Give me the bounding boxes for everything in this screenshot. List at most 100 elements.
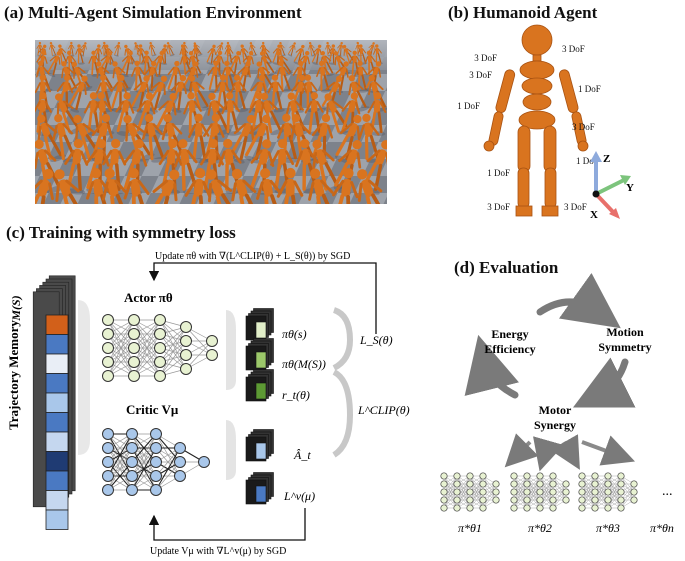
crowd-agent [368,75,387,112]
dof-label-knee-left: 1 DoF [487,168,510,178]
network-node [198,456,210,468]
network-node [174,456,186,468]
crowd-agent [148,42,157,57]
axis-origin [592,190,600,198]
cycle-arrow-right [572,357,636,408]
dof-label-ankle-right: 3 DoF [564,202,587,212]
agent-torso-mid [521,77,553,95]
crowd-agent [188,75,212,112]
critic-output-bracket [226,420,236,480]
crowd-agent [276,60,293,93]
network-node [206,349,218,361]
loss-clip: L^CLIP(θ) [357,403,410,417]
humanoid-figure: 3 DoF 3 DoF 3 DoF 1 DoF 1 DoF 3 DoF 1 Do… [457,24,634,221]
crowd-agent [146,169,180,204]
agent-thigh-right [543,125,557,173]
loss-symmetry: L_S(θ) [359,333,393,347]
agent-upper-arm-right [558,69,579,114]
crowd-agent [166,42,175,57]
crowd-agent [342,44,356,65]
network-node [102,428,114,440]
memory-state-label: M(S) [9,295,23,321]
critic-update-text: Update Vμ with ∇L^v(μ) by SGD [150,546,286,557]
dof-label-elbow-right: 1 DoF [578,84,601,94]
dof-label-ankle-left: 3 DoF [487,202,510,212]
y-axis-label: Y [626,182,634,194]
output-stack [245,429,274,462]
network-node [102,470,114,482]
policy-label-2: π*θ2 [528,521,552,535]
memory-cell [45,490,69,511]
crowd-agent [231,168,261,204]
agent-head [521,24,553,56]
critic-update-arrow [148,508,306,541]
network-node [128,342,140,354]
crowd-agent [334,114,362,164]
trajectory-memory-label: Trajectory Memory [6,320,21,430]
policy-networks [440,472,638,512]
network-node [180,363,192,375]
actor-update-arrow [148,262,377,334]
crowd-agent [304,92,324,136]
agent-foot-right [541,205,559,217]
fan-arrow-2 [533,436,564,472]
output-value-loss: L^v(μ) [283,489,315,503]
network-node [102,456,114,468]
ls-bracket [332,307,354,371]
crowd-agent [287,42,296,57]
agent-upper-arm-left [495,69,516,114]
network-node [154,328,166,340]
crowd-agent [256,168,283,204]
network-node [174,442,186,454]
output-pi-ms: πθ(M(S)) [282,357,326,371]
crowd-agent [47,51,62,77]
crowd-agent [308,42,317,57]
fan-arrow-4 [581,435,636,466]
memory-cell [45,334,69,355]
crowd-agent [183,92,204,136]
crowd-agent [136,44,147,65]
simulation-render [35,40,387,204]
policy-ellipsis: ... [662,484,673,499]
network-node [102,356,114,368]
network-node [206,335,218,347]
network-node [154,370,166,382]
fan-arrow-1 [504,433,539,468]
x-axis-label: X [590,209,598,221]
crowd-agent [123,168,150,204]
network-node [126,442,138,454]
agent-torso-lower [522,93,552,111]
network-node [126,470,138,482]
dof-label-neck: 3 DoF [474,53,497,63]
agent-thigh-left [517,125,531,173]
crowd-agent [332,168,359,204]
memory-cell [45,451,69,472]
policy-network [578,472,638,512]
y-axis-arrow [595,178,625,196]
network-node [154,356,166,368]
memory-bracket [78,300,90,455]
memory-cell [45,353,69,374]
panel-d-title: (d) Evaluation [454,258,559,277]
crowd-agent [206,169,240,204]
memory-cell [45,431,69,452]
crowd-agent [276,167,304,204]
memory-cell [45,509,69,530]
actor-label: Actor πθ [124,290,173,305]
network-node [174,470,186,482]
network-node [180,349,192,361]
network-node [126,484,138,496]
agent-hand-right [577,140,589,152]
policy-label-n: π*θn [650,521,674,535]
policy-label-1: π*θ1 [458,521,482,535]
training-diagram: Trajectory Memory M(S) Actor πθ Critic V… [6,251,410,557]
agent-crowd [35,41,387,204]
memory-cell [45,412,69,433]
output-stack [245,369,274,402]
crowd-agent [267,74,285,113]
crowd-agent [206,44,217,65]
y-axis-head [620,175,631,185]
agent-foot-left [515,205,533,217]
